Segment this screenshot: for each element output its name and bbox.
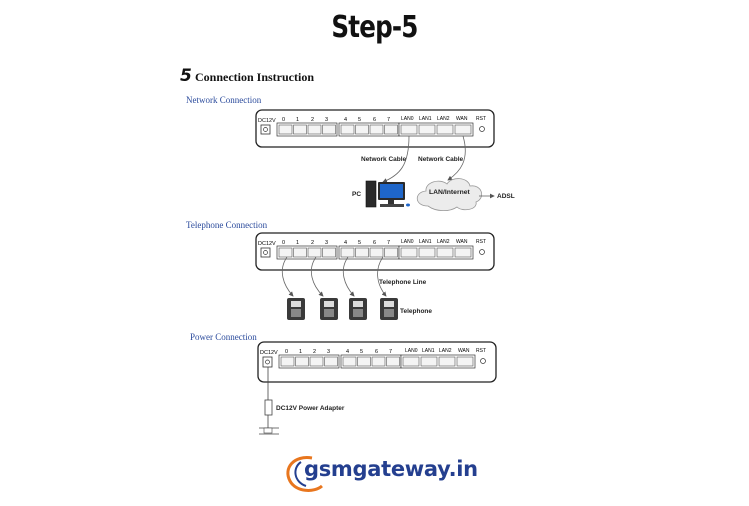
port-label-5: 5: [360, 349, 363, 355]
port-label-6: 6: [373, 117, 376, 123]
port-label-lan0: LAN0: [401, 116, 414, 122]
port-label-1: 1: [299, 349, 302, 355]
power-plug-icon: [259, 427, 279, 435]
gateway-device-power: DC12V 0 1 2 3 4 5 6 7 LAN0 LAN1 LAN2 WAN…: [257, 341, 497, 383]
port-label-wan: WAN: [458, 348, 470, 354]
port-label-5: 5: [358, 117, 361, 123]
fxs-port-group-b: [338, 122, 400, 137]
power-port-label: DC12V: [258, 118, 276, 124]
logo-swirl-icon: [286, 456, 323, 492]
port-label-lan1: LAN1: [419, 116, 432, 122]
port-label-6: 6: [375, 349, 378, 355]
port-label-6: 6: [373, 240, 376, 246]
port-label-wan: WAN: [456, 239, 468, 245]
power-adapter-label: DC12V Power Adapter: [276, 405, 345, 412]
telephone-line-2: [310, 256, 324, 297]
pc-icon: [365, 180, 410, 208]
port-label-2: 2: [313, 349, 316, 355]
port-label-7: 7: [389, 349, 392, 355]
telephone-line-label: Telephone Line: [379, 279, 427, 286]
power-jack: [262, 356, 273, 368]
port-label-0: 0: [282, 240, 285, 246]
port-label-lan0: LAN0: [405, 348, 418, 354]
port-label-4: 4: [346, 349, 349, 355]
port-label-0: 0: [282, 117, 285, 123]
telephone-line-1: [281, 256, 294, 297]
power-jack: [260, 124, 271, 135]
step-number: 5: [180, 66, 192, 86]
page-title: Step-5: [331, 10, 418, 45]
step-heading: Connection Instruction: [195, 70, 315, 84]
port-label-lan0: LAN0: [401, 239, 414, 245]
port-label-4: 4: [344, 240, 347, 246]
port-label-4: 4: [344, 117, 347, 123]
reset-label: RST: [476, 348, 486, 354]
port-label-7: 7: [387, 117, 390, 123]
reset-button: [480, 358, 486, 364]
telephone-line-3: [342, 256, 355, 297]
power-connection-label: Power Connection: [190, 332, 257, 342]
port-label-2: 2: [311, 117, 314, 123]
power-adapter-icon: [264, 399, 273, 416]
telephone-icon-1: [287, 298, 305, 320]
cloud-icon: [416, 178, 483, 212]
network-cable-label-right: Network Cable: [418, 156, 464, 163]
logo-text[interactable]: gsmgateway.in: [304, 457, 478, 481]
port-label-0: 0: [285, 349, 288, 355]
telephone-icons: [287, 298, 398, 320]
port-label-1: 1: [296, 240, 299, 246]
reset-button: [479, 249, 485, 255]
port-label-3: 3: [327, 349, 330, 355]
power-port-label: DC12V: [260, 350, 278, 356]
pc-label: PC: [352, 191, 361, 198]
telephone-icon-2: [320, 298, 338, 320]
port-label-lan1: LAN1: [422, 348, 435, 354]
port-label-wan: WAN: [456, 116, 468, 122]
reset-label: RST: [476, 239, 486, 245]
telephone-label: Telephone: [400, 308, 432, 315]
port-label-lan1: LAN1: [419, 239, 432, 245]
reset-button: [479, 126, 485, 132]
port-label-lan2: LAN2: [439, 348, 452, 354]
network-cable-label-left: Network Cable: [361, 156, 407, 163]
gateway-device-network: DC12V 0 1 2 3 4 5 6: [255, 109, 495, 148]
port-label-3: 3: [325, 240, 328, 246]
port-label-7: 7: [387, 240, 390, 246]
ethernet-port-group: [398, 122, 474, 137]
adsl-label: ADSL: [497, 193, 515, 200]
power-port-label: DC12V: [258, 241, 276, 247]
power-jack: [260, 247, 271, 258]
port-label-lan2: LAN2: [437, 116, 450, 122]
port-label-2: 2: [311, 240, 314, 246]
port-label-5: 5: [358, 240, 361, 246]
telephone-icon-4: [380, 298, 398, 320]
gateway-device-telephone: DC12V 0 1 2 3 4 5 6 7 LAN0 LAN1 LAN2 WAN…: [255, 232, 495, 271]
port-label-3: 3: [325, 117, 328, 123]
port-label-1: 1: [296, 117, 299, 123]
port-label-lan2: LAN2: [437, 239, 450, 245]
telephone-connection-label: Telephone Connection: [186, 220, 268, 230]
fxs-port-group-a: [276, 122, 338, 137]
network-cable-to-pc: [382, 135, 410, 183]
telephone-icon-3: [349, 298, 367, 320]
telephone-line-4: [377, 256, 387, 297]
network-cable-to-lan: [447, 135, 466, 181]
reset-label: RST: [476, 116, 486, 122]
network-connection-label: Network Connection: [186, 95, 262, 105]
cloud-label: LAN/Internet: [429, 189, 471, 196]
